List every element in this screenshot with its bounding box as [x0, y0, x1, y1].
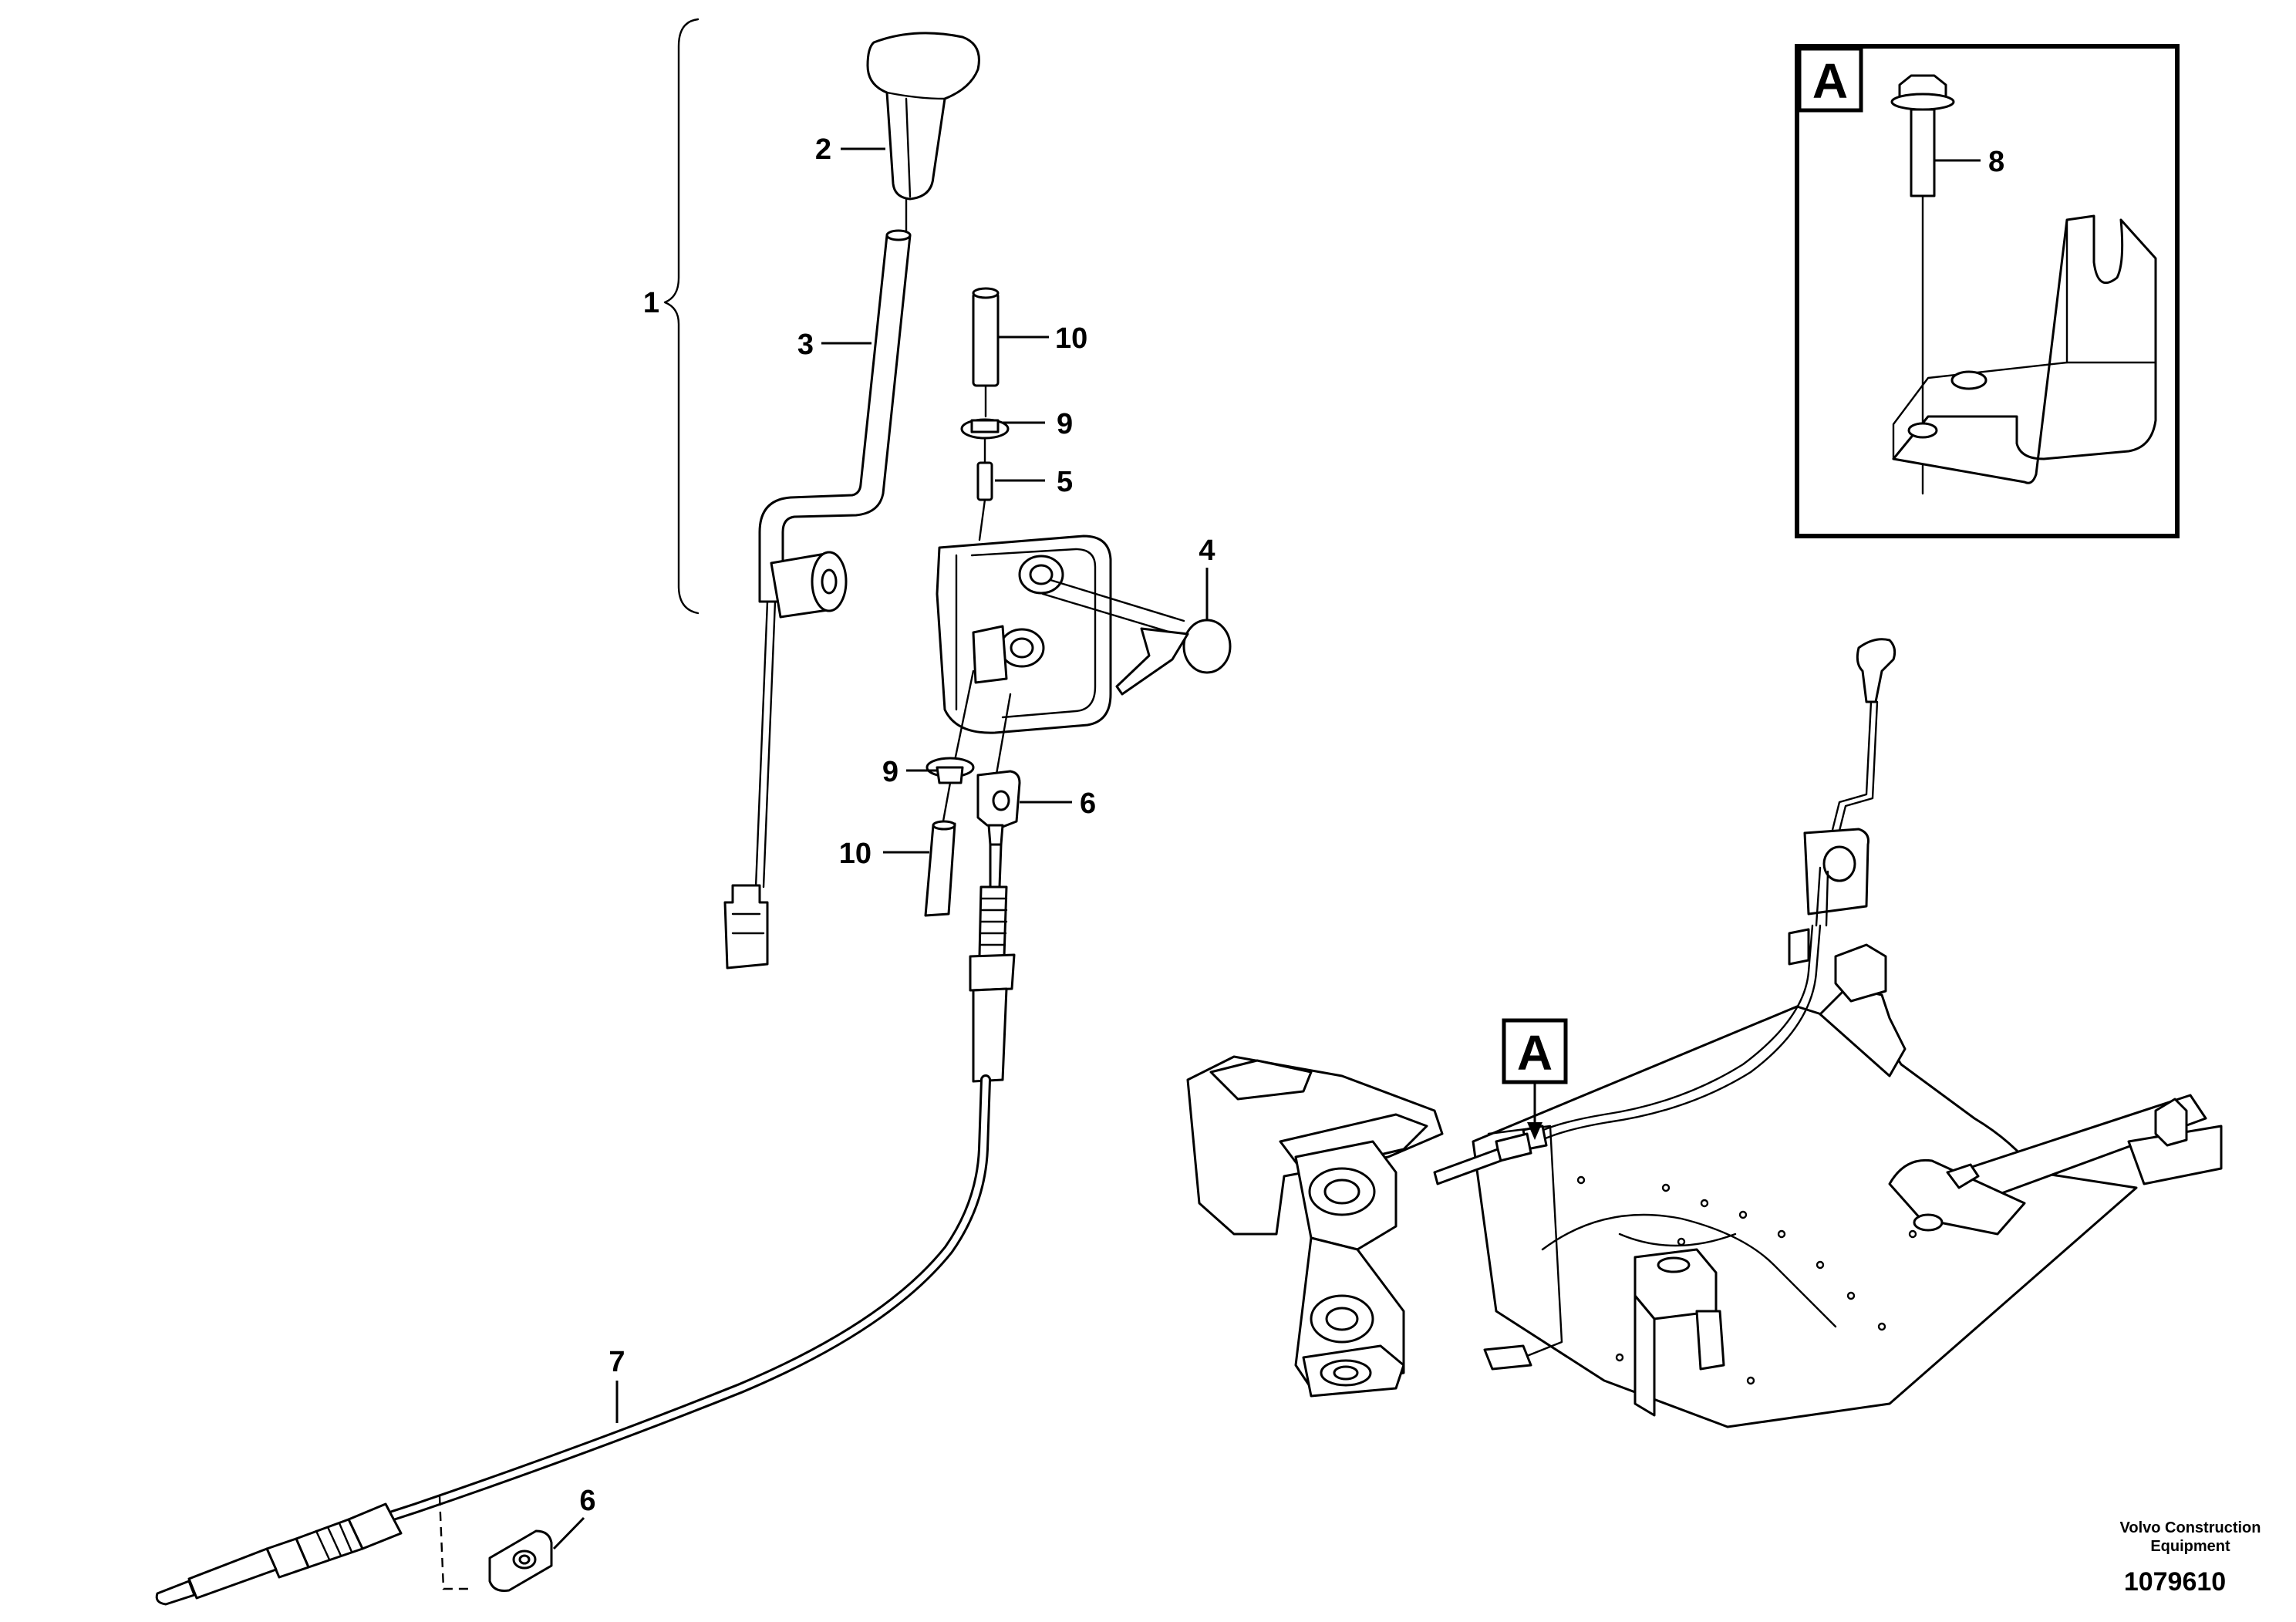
drawing-number: 1079610 [2124, 1567, 2226, 1597]
callout-10-upper: 10 [1055, 322, 1087, 355]
lock-pin [1041, 578, 1232, 696]
inset-tag-label: A [1812, 53, 1848, 109]
axis-line-2 [993, 693, 1012, 784]
overview-tag-label: A [1517, 1025, 1553, 1081]
callout-4: 4 [1199, 534, 1215, 567]
nut-upper [960, 418, 1010, 464]
callout-6-upper: 6 [1080, 787, 1096, 820]
cable-clevis-lower [488, 1529, 553, 1592]
pin-upper [972, 287, 1000, 418]
overview-detail-tag: A [1502, 1018, 1568, 1140]
lever-rod [758, 197, 912, 619]
callout-10-lower: 10 [839, 838, 872, 870]
gear-knob [866, 32, 980, 201]
nut-lower [925, 757, 975, 827]
overview-lever-cable [1433, 638, 1896, 1185]
callout-7: 7 [609, 1346, 625, 1378]
cable-clevis-upper [976, 770, 1021, 846]
machine-frame [1186, 943, 2223, 1428]
brand-line-1: Volvo Construction [2120, 1519, 2261, 1536]
assembly-bracket [663, 18, 700, 615]
callout-9-lower: 9 [882, 756, 899, 788]
callout-9-upper: 9 [1057, 408, 1073, 440]
leader-lines [552, 147, 1981, 1550]
lever-housing [936, 534, 1112, 734]
callout-6-lower: 6 [579, 1485, 595, 1517]
spring-pin [976, 461, 993, 541]
brand-line-2: Equipment [2150, 1538, 2230, 1555]
switch-wire-connector [723, 600, 777, 969]
pin-lower [924, 820, 956, 917]
callout-8: 8 [1988, 146, 2004, 178]
callout-5: 5 [1057, 466, 1073, 498]
callout-1: 1 [643, 287, 659, 319]
detail-inset-a: A [1795, 44, 2180, 538]
control-cable [155, 843, 1016, 1606]
callout-3: 3 [797, 329, 814, 361]
callout-2: 2 [815, 133, 831, 166]
